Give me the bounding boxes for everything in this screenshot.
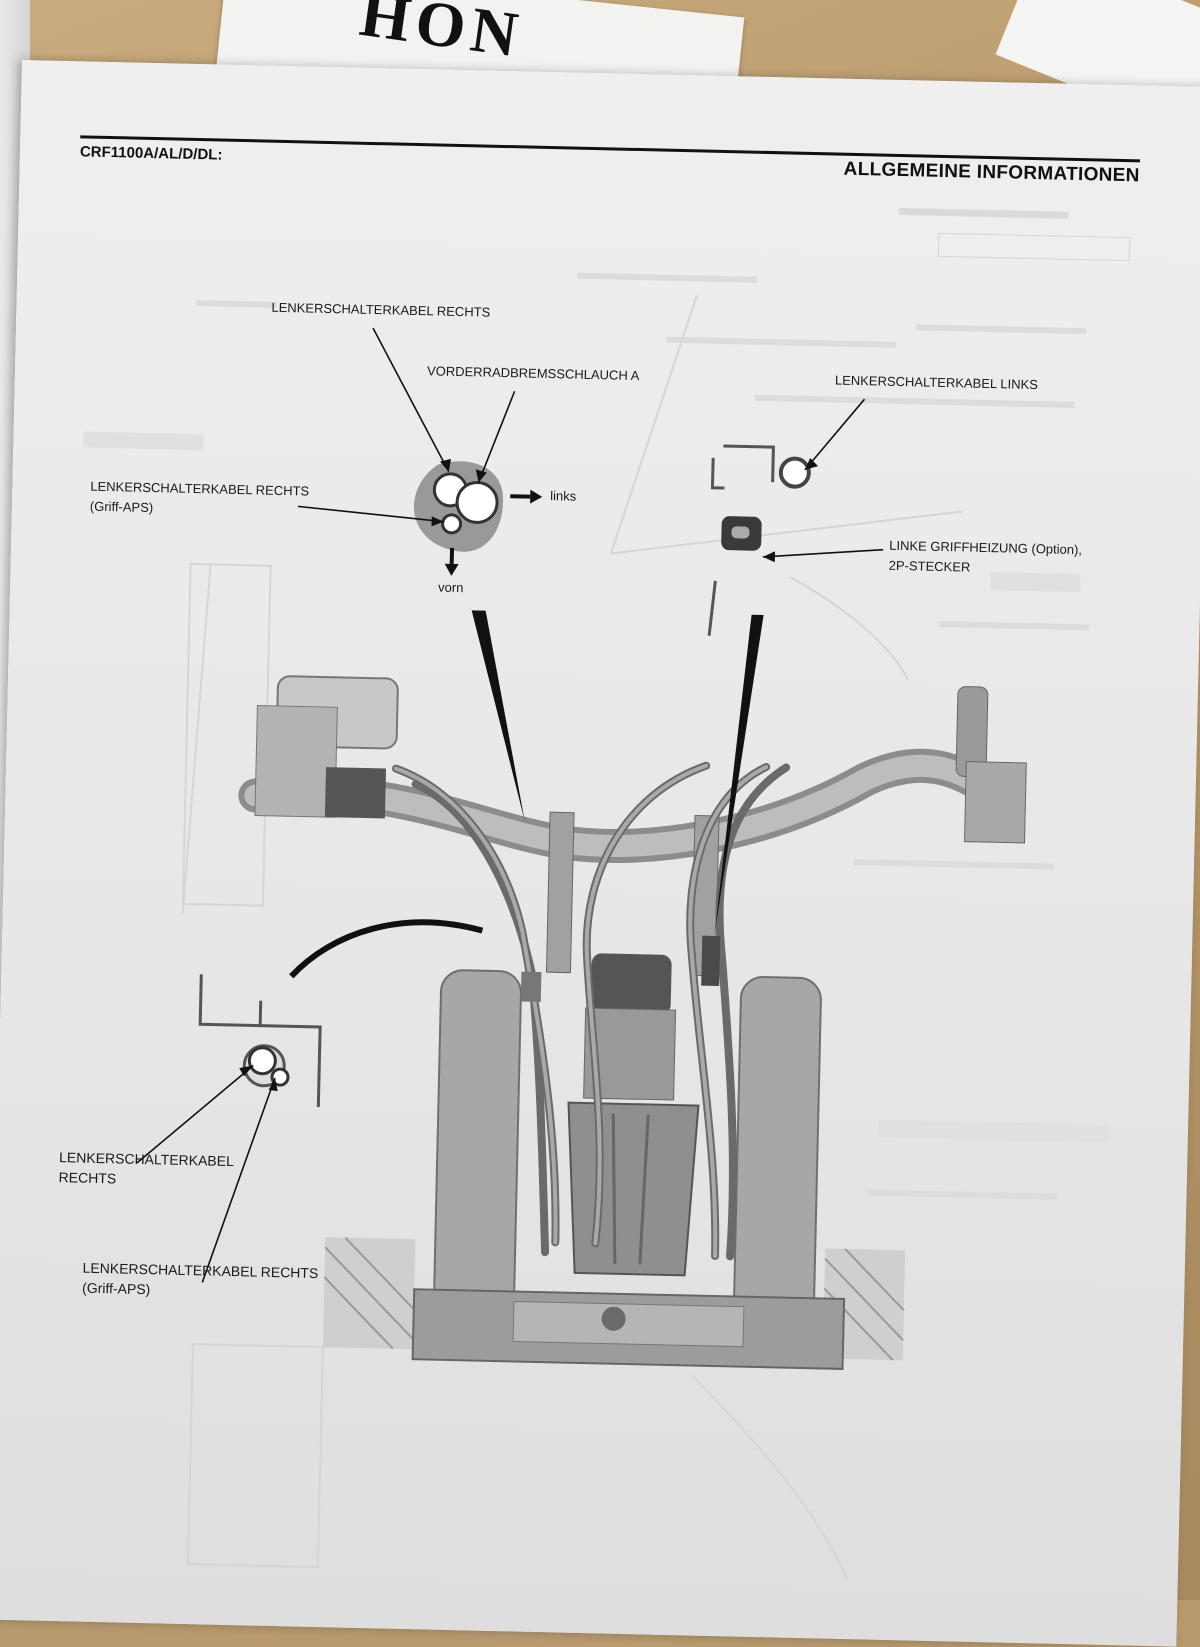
label-direction-front: vorn [437,579,464,596]
label-cable-right-aps-bottom: LENKERSCHALTERKABEL RECHTS (Griff-APS) [82,1258,319,1303]
left-cable-clamp-inset [707,444,811,636]
direction-arrow-left [510,489,543,504]
manual-page: CRF1100A/AL/D/DL: ALLGEMEINE INFORMATION… [0,60,1200,1647]
label-direction-left: links [550,488,577,504]
show-through-drawing [181,295,963,1580]
label-cable-right-bottom: LENKERSCHALTERKABEL RECHTS [58,1147,234,1191]
motorcycle-front-drawing [238,675,1027,1370]
lower-cable-clamp-inset [198,919,484,1108]
callout-wedge-left [714,614,764,936]
leader-arrowheads [239,457,818,1092]
label-cable-right-aps: LENKERSCHALTERKABEL RECHTS (Griff-APS) [90,477,310,522]
label-grip-heater: LINKE GRIFFHEIZUNG (Option), 2P-STECKER [889,536,1083,580]
callout-wedge-right [471,610,525,822]
handlebar-cable-routing-illustration [136,295,1027,1580]
leader-lines [136,327,884,1283]
label-line: RECHTS [58,1169,117,1187]
right-cable-clamp-inset [414,461,504,552]
direction-arrow-front [444,547,459,576]
